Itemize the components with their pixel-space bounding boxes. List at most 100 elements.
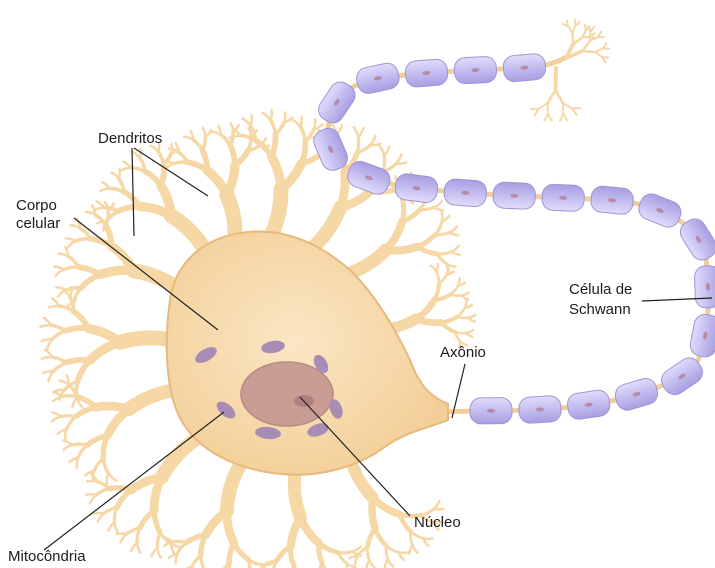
label-dendrites: Dendritos (98, 130, 162, 147)
dendrite-branch (129, 390, 175, 409)
dendrite-branch (293, 120, 301, 127)
dendrite-branch (396, 155, 401, 164)
terminal-branch (538, 103, 547, 109)
dendrite-branch (243, 119, 251, 126)
dendrite-branch (319, 564, 323, 568)
dendrite-branch (65, 328, 88, 331)
terminal-branch (595, 48, 603, 52)
dendrite-branch (53, 392, 62, 396)
dendrite-branch (354, 127, 359, 137)
dendrite-branch (90, 495, 96, 503)
dendrite-branch (352, 547, 360, 552)
label-cell-body-line1: Corpo (16, 197, 57, 214)
dendrite-branch (107, 473, 109, 483)
dendrite-branch (97, 201, 105, 207)
dendrite-branch (121, 534, 127, 542)
dendrite-branch (98, 514, 104, 522)
dendrite-branch (412, 545, 417, 553)
dendrite-branch (367, 547, 369, 561)
terminal-branch (583, 51, 596, 52)
terminal-branch (544, 114, 548, 121)
terminal-branch (591, 27, 594, 32)
dendrite-branch (66, 238, 76, 241)
dendrite-branch (272, 157, 281, 190)
dendrite-branch (118, 206, 140, 211)
dendrite-branch (358, 128, 363, 137)
dendrite-branch (157, 548, 160, 558)
dendrite-branch (434, 207, 443, 210)
dendrite-branch (140, 510, 154, 528)
dendrite-branch (121, 168, 131, 171)
dendrite-branch (161, 165, 164, 186)
dendrite-branch (372, 498, 375, 528)
dendrite-branch (52, 357, 66, 362)
dendrite-branch (338, 552, 352, 553)
dendrite-branch (436, 272, 439, 284)
dendrite-branch (271, 110, 272, 120)
dendrite-branch (119, 169, 120, 178)
dendrite-branch (203, 137, 206, 150)
dendrite-branch (272, 134, 276, 156)
dendrite-branch (466, 333, 472, 337)
dendrite-branch (124, 162, 131, 168)
dendrite-branch (54, 267, 64, 270)
dendrite-branch (386, 546, 398, 553)
dendrite-branch (193, 140, 202, 151)
dendrite-branch (434, 202, 442, 208)
dendrite-branch (227, 465, 240, 511)
terminal-branch (572, 25, 575, 32)
dendrite-branch (117, 534, 127, 535)
dendrite-branch (384, 147, 389, 156)
dendrite-branch (409, 545, 412, 554)
terminal-branch (568, 26, 573, 32)
dendrite-branch (145, 171, 161, 186)
dendrite-branch (271, 120, 276, 134)
dendrite-branch (227, 166, 235, 195)
dendrite-branch (158, 152, 163, 165)
dendrite-branch (294, 472, 300, 518)
dendrite-branch (301, 518, 319, 543)
dendrite-branch (417, 235, 435, 247)
label-nucleus: Núcleo (414, 514, 461, 531)
dendrite-branch (396, 163, 406, 164)
dendrite-branch (64, 267, 79, 270)
dendrite-branch (205, 130, 211, 137)
dendrite-branch (450, 294, 461, 295)
dendrite-branch (111, 173, 119, 179)
dendrite-branch (449, 233, 458, 236)
dendrite-branch (411, 532, 423, 539)
dendrite-branch (434, 501, 440, 509)
label-schwann-line2: Schwann (569, 301, 631, 318)
dendrite-branch (300, 117, 301, 127)
label-schwann-line1: Célula de (569, 281, 632, 298)
dendrite-branch (291, 546, 295, 566)
dendrite-branch (386, 247, 418, 251)
dendrite-branch (51, 325, 65, 330)
dendrite-branch (416, 319, 441, 323)
dendrite-branch (61, 416, 76, 417)
dendrite-branch (53, 363, 66, 372)
dendrite-branch (171, 216, 205, 250)
dendrite-branch (270, 189, 281, 238)
label-cell-body-line2: celular (16, 215, 60, 232)
dendrite-branch (441, 323, 455, 332)
dendrite-branch (42, 357, 52, 359)
dendrite-branch (62, 396, 77, 397)
dendrite-branch (76, 239, 91, 242)
dendrite-branch (357, 137, 359, 153)
dendrite-branch (103, 182, 110, 188)
dendrite-branch (300, 127, 305, 142)
terminal-branch (567, 21, 568, 26)
dendrite-branch (74, 288, 81, 302)
nucleus (241, 362, 333, 426)
dendrite-branch (94, 208, 104, 211)
dendrite-branch (451, 246, 459, 252)
dendrite-branch (64, 441, 73, 445)
leader-dendrites-a (132, 148, 134, 236)
dendrite-branch (131, 543, 137, 551)
dendrite-branch (103, 458, 108, 473)
dendrite-branch (108, 473, 116, 480)
dendrite-branch (154, 510, 160, 532)
dendrite-branch (67, 241, 75, 247)
dendrite-branch (417, 247, 437, 254)
